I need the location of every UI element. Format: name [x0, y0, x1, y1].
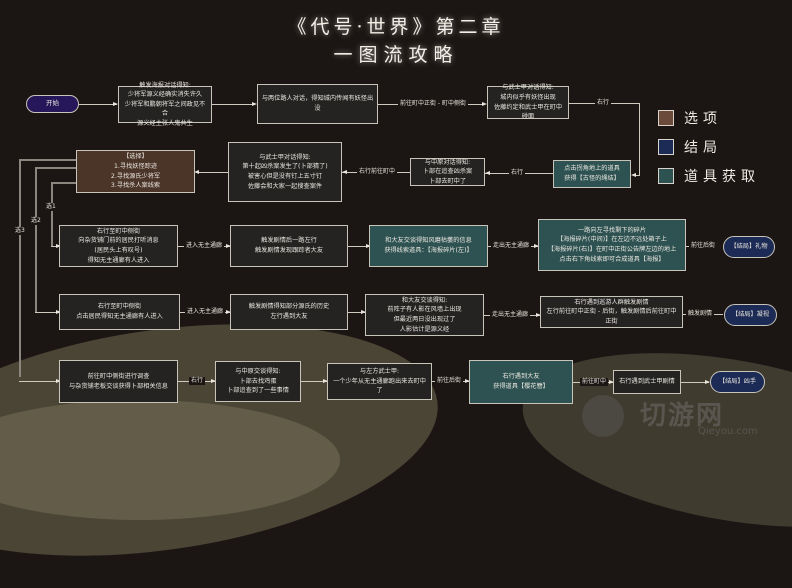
branch-line-2 — [35, 167, 37, 312]
node-item-sakura-hairpin[interactable]: 右行遇到大友 获得道具【樱花簪】 — [469, 360, 573, 404]
arrow-icon — [252, 102, 257, 106]
branch-line-2 — [35, 167, 76, 169]
node-branch2-step3[interactable]: 和大友交谈得知: 前阵子有人影在风墙上出现 但最近两日没出现过了 人影估计是源义… — [365, 294, 484, 336]
arrow-icon — [534, 244, 539, 248]
watermark-logo-icon — [582, 395, 624, 437]
arrow-icon — [56, 244, 61, 248]
node-samurai-dialog-2[interactable]: 与武士甲对话得知: 第十起凶杀案发生了(卜部猜了) 被害心但是没有钉上五寸钉 佐… — [228, 142, 342, 202]
edge-label: 进入无主通廊 — [184, 242, 225, 250]
edge-label: 走出无主通廊 — [490, 311, 531, 319]
arrow-icon — [211, 379, 216, 383]
edge-label: 右行前往町中 — [357, 168, 398, 176]
arrow-icon — [705, 380, 710, 384]
legend-label: 结局 — [684, 140, 722, 156]
arrow-icon — [226, 244, 231, 248]
edge-label: 选3 — [13, 227, 27, 235]
connector — [348, 246, 370, 247]
connector — [35, 312, 59, 313]
legend-label: 道具获取 — [684, 169, 760, 185]
edge-label: 选1 — [44, 203, 58, 211]
arrow-icon — [342, 170, 347, 174]
arrow-icon — [361, 310, 366, 314]
edge-label: 选2 — [29, 217, 43, 225]
edge-label: 前往町中正街 - 町中侧街 — [398, 100, 468, 108]
arrow-icon — [113, 102, 118, 106]
node-branch3-step3[interactable]: 与左方武士甲: 一个少年从无主通廊跑出来去町中了 — [327, 363, 432, 400]
connector — [635, 175, 640, 176]
edge-label: 前往后街 — [689, 242, 718, 250]
edge-label: 右行 — [189, 377, 206, 385]
arrow-icon — [609, 380, 614, 384]
branch-line-1 — [51, 182, 53, 246]
arrow-icon — [226, 310, 231, 314]
branch-line-3 — [19, 159, 21, 377]
page-subtitle: 一图流攻略 — [333, 44, 459, 66]
arrow-icon — [323, 379, 328, 383]
edge-label: 触发剧情 — [686, 310, 715, 318]
legend-swatch-option — [658, 110, 674, 126]
legend-option: 选项 — [658, 108, 722, 128]
arrow-icon — [56, 310, 61, 314]
connector — [51, 246, 59, 247]
node-branch3-step5[interactable]: 右行遇到武士甲剧情 — [613, 370, 681, 394]
legend-ending: 结局 — [658, 137, 722, 157]
node-branch2-step4[interactable]: 右行遇到巡游人群触发剧情 左行前往町中正街 - 后街，触发剧情后前往町中正街 — [540, 296, 683, 328]
ending-gaze[interactable]: 【结局】凝视 — [724, 304, 777, 326]
edge-label: 右行 — [509, 169, 526, 177]
node-item-poster-left[interactable]: 和大友交谈得知风磨枯萎的信息 获得线索道具：【海报碎片(左)】 — [369, 225, 488, 267]
ending-gift[interactable]: 【结局】礼物 — [723, 236, 775, 258]
node-item-strange-knot[interactable]: 点击拐角地上的道具 获得【古怪的绳结】 — [553, 160, 631, 188]
node-choice[interactable]: 【选择】 1.寻找妖怪踪迹 2.寻找源氏少将军 3.寻找杀人案线索 — [76, 150, 195, 193]
edge-label: 前往町中 — [580, 378, 609, 386]
edge-label: 进入无主通廊 — [185, 308, 226, 316]
branch-line-1 — [51, 182, 76, 184]
node-samurai-dialog-1[interactable]: 与武士甲对话得知: 城内似乎有妖怪出现 佐藤约定和武士甲在町中碰面 — [487, 84, 569, 120]
node-branch3-step1[interactable]: 前往町中侧街进行调查 与杂货铺老板交谈获得卜部相关信息 — [59, 360, 178, 403]
legend-swatch-ending — [658, 139, 674, 155]
legend-label: 选项 — [684, 111, 722, 127]
edge-label: 走出无主通廊 — [491, 242, 532, 250]
start-node[interactable]: 开始 — [26, 95, 79, 113]
node-branch3-step2[interactable]: 与中原交谈得知: 卜部去找鸡蛋 卜部追查到了一些事情 — [215, 361, 301, 402]
edge-label: 前往后街 — [435, 377, 464, 385]
node-branch1-step2[interactable]: 触发剧情后一路左行 触发剧情发现跟踪者大友 — [230, 225, 348, 267]
edge-label: 右行 — [595, 99, 612, 107]
watermark: 切游网 — [640, 401, 725, 431]
ending-murderer[interactable]: 【结局】凶手 — [710, 371, 765, 393]
arrow-icon — [194, 170, 199, 174]
connector — [301, 381, 327, 382]
arrow-icon — [366, 244, 371, 248]
branch-line-3 — [19, 159, 76, 161]
node-branch2-step1[interactable]: 右行至町中侧街 点击居民得知无主通廊有人进入 — [59, 294, 180, 330]
node-passerby-dialog[interactable]: 与两位路人对话，得知城内传闻有妖怪出没 — [257, 84, 378, 124]
node-branch2-step2[interactable]: 触发剧情得知部分源氏的历史 左行遇到大友 — [230, 294, 348, 330]
connector — [79, 104, 117, 105]
arrow-icon — [482, 102, 487, 106]
connector — [348, 312, 365, 313]
arrow-icon — [536, 313, 541, 317]
node-item-poster-merge[interactable]: 一路向左寻找剩下的碎片 【海报碎片(中间)】在左边不远处箱子上 【海报碎片(右)… — [538, 219, 686, 271]
arrow-icon — [631, 173, 636, 177]
arrow-icon — [56, 379, 61, 383]
connector — [19, 381, 59, 382]
node-poster-dialog[interactable]: 触发海报对话得知: 少将军源义经确实消失许久 少将军和鹏朝将军之间政见不合 源义… — [118, 82, 212, 127]
node-nakahara-dialog[interactable]: 与中原对话得知: 卜部在追查凶杀案 卜部去町中了 — [410, 158, 485, 186]
node-branch1-step1[interactable]: 右行至町中侧街 向杂货铺门前的居民打听消息 (居民头上有叹号) 得知无主通廊有人… — [59, 225, 178, 267]
legend-swatch-item — [658, 168, 674, 184]
connector — [212, 104, 254, 105]
page-title: 《代号·世界》第二章 — [287, 16, 505, 38]
watermark-url: Qieyou.com — [698, 426, 758, 437]
arrow-icon — [465, 379, 470, 383]
connector — [639, 103, 640, 175]
legend-item: 道具获取 — [658, 166, 760, 186]
connector — [197, 172, 228, 173]
connector — [681, 382, 709, 383]
arrow-icon — [485, 171, 490, 175]
